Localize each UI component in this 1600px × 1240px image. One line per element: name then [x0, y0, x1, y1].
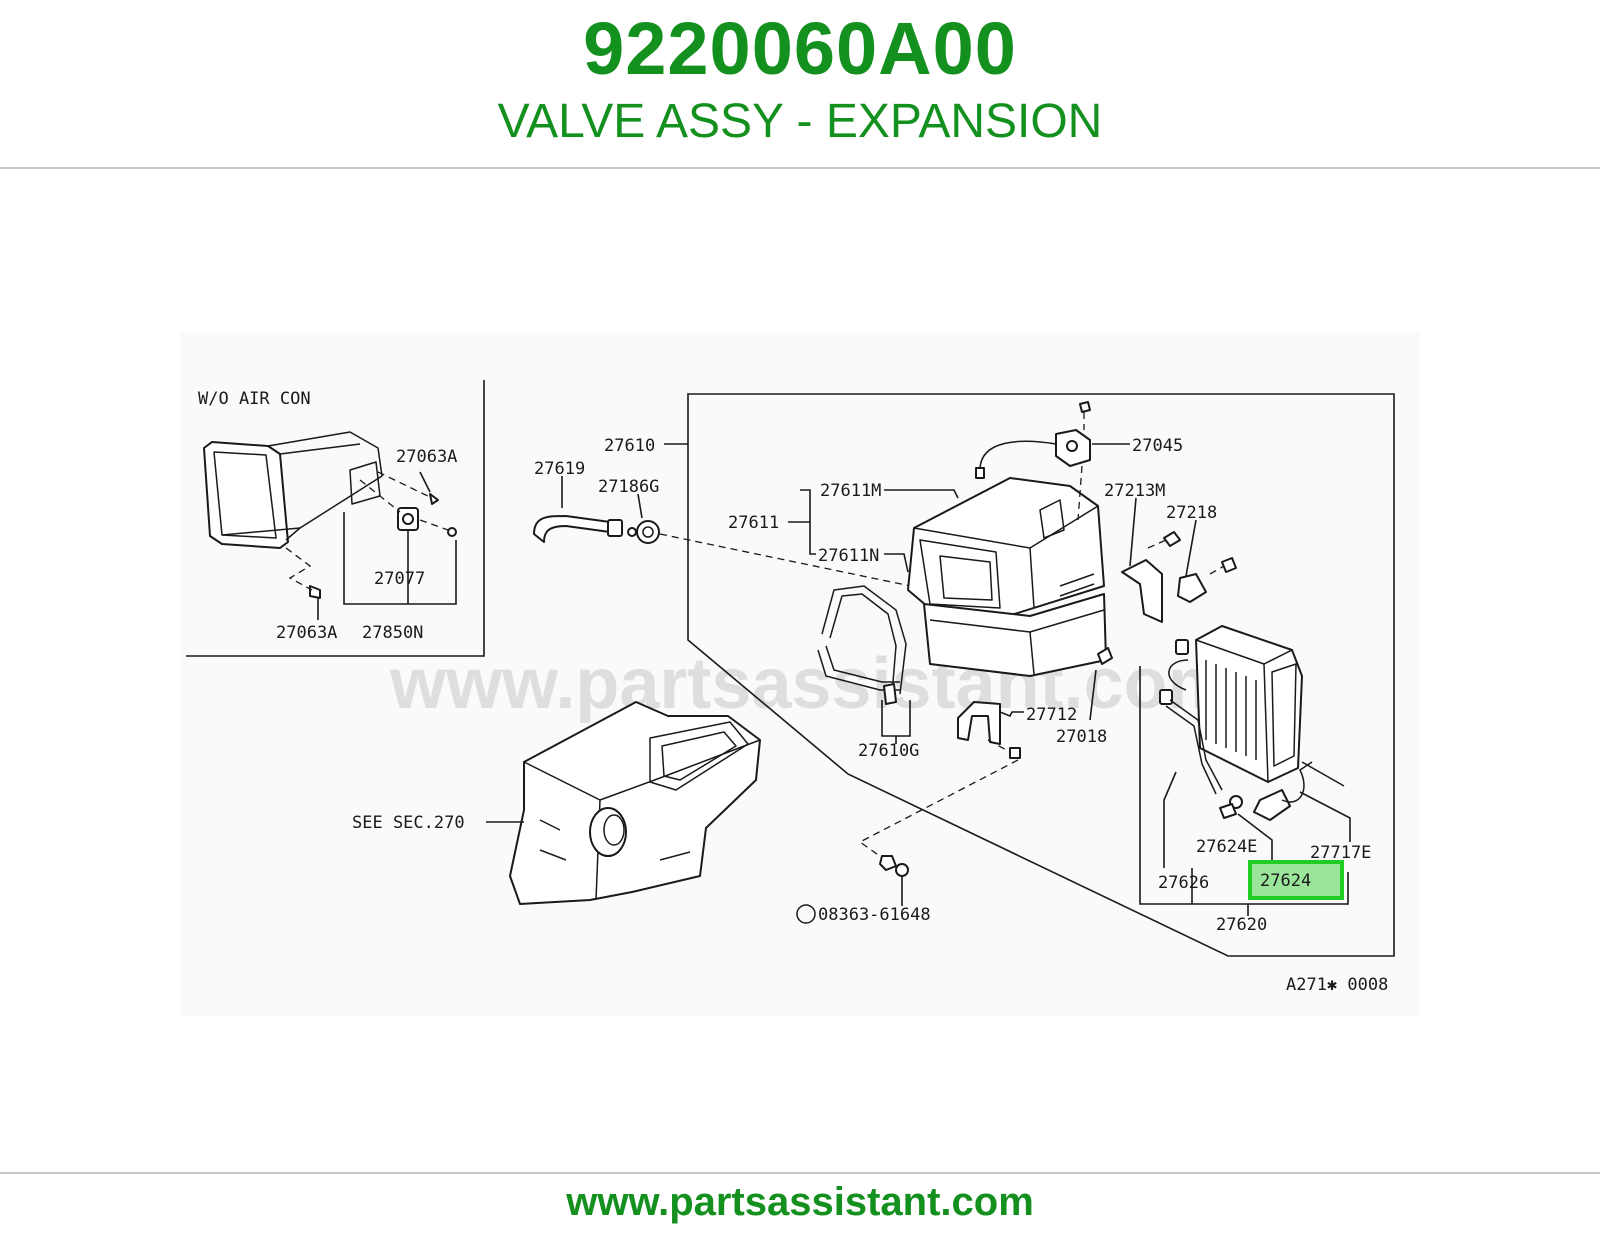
inset-without-air-con: W/O AIR CON 27063A 27077 27063A [186, 380, 485, 657]
footer-divider [0, 1172, 1600, 1174]
label-27213m: 27213M [1104, 481, 1165, 501]
label-27186g: 27186G [598, 477, 659, 497]
hose-27619-drawing [533, 515, 660, 544]
drawing-code: A271✱ 0008 [1286, 975, 1388, 995]
see-section-label: SEE SEC.270 [352, 813, 465, 833]
inset-fasteners-drawing [309, 493, 457, 599]
label-27717e: 27717E [1310, 843, 1371, 863]
s-symbol-icon [796, 904, 816, 924]
header: 9220060A00 VALVE ASSY - EXPANSION [0, 0, 1600, 168]
assembly-27610-outline [687, 393, 1395, 957]
label-27712: 27712 [1026, 705, 1077, 725]
label-27018: 27018 [1056, 727, 1107, 747]
label-27624-highlighted[interactable]: 27624 [1260, 871, 1311, 891]
label-08363-61648: 08363-61648 [818, 905, 931, 925]
label-27626: 27626 [1158, 873, 1209, 893]
drain-hose-27610g-drawing [817, 585, 907, 705]
evaporator-27620-drawing [1159, 625, 1345, 821]
label-27611: 27611 [728, 513, 779, 533]
label-27624e: 27624E [1196, 837, 1257, 857]
label-27610: 27610 [604, 436, 655, 456]
label-27610g: 27610G [858, 741, 919, 761]
label-27611m: 27611M [820, 481, 881, 501]
actuator-27045-drawing [975, 401, 1091, 479]
inset-title: W/O AIR CON [198, 389, 311, 409]
label-27611n: 27611N [818, 546, 879, 566]
part-number-title: 9220060A00 [583, 7, 1017, 90]
heater-unit-drawing [509, 701, 761, 905]
label-27218: 27218 [1166, 503, 1217, 523]
label-27045: 27045 [1132, 436, 1183, 456]
label-27850n: 27850N [362, 623, 423, 643]
label-27619: 27619 [534, 459, 585, 479]
label-27063a-top: 27063A [396, 447, 457, 467]
bracket-27213m-drawing [1121, 531, 1237, 623]
clip-27712-drawing [957, 647, 1113, 759]
part-name-subtitle: VALVE ASSY - EXPANSION [497, 95, 1103, 148]
footer-website-link[interactable]: www.partsassistant.com [566, 1180, 1034, 1224]
blower-housing-27611-drawing [907, 477, 1107, 677]
header-divider [0, 167, 1600, 169]
label-27063a-bottom: 27063A [276, 623, 337, 643]
highlight-box-27624[interactable] [1248, 860, 1344, 900]
label-27077: 27077 [374, 569, 425, 589]
inset-duct-drawing [203, 431, 383, 549]
label-27620: 27620 [1216, 915, 1267, 935]
